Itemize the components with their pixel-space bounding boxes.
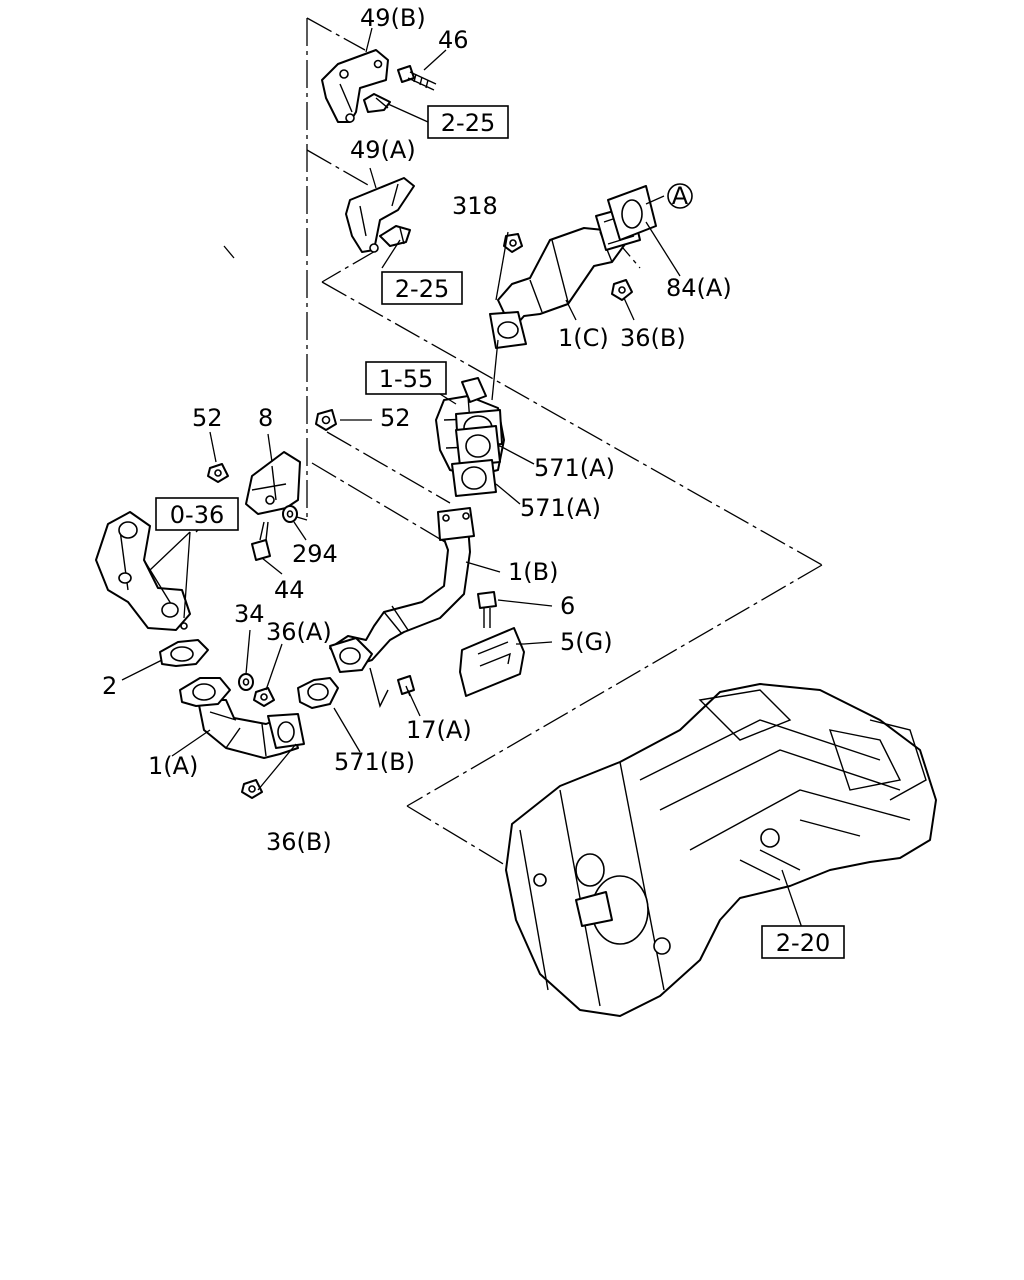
ref-box-1-55: 1-55	[365, 361, 447, 395]
bolt-17a	[397, 675, 415, 697]
nut-318	[503, 233, 523, 253]
gasket-571a-1	[455, 425, 501, 467]
bolt-2-25-mid	[379, 225, 411, 247]
callout-318: 318	[452, 192, 498, 220]
callout-571a-1: 571(A)	[534, 454, 615, 482]
bracket-49b	[321, 49, 389, 123]
callout-36b-top: 36(B)	[620, 324, 686, 352]
callout-84a: 84(A)	[666, 274, 732, 302]
exhaust-manifold	[95, 511, 191, 631]
svg-text:A: A	[672, 182, 689, 210]
gasket-571b	[297, 677, 339, 709]
bolt-46	[397, 65, 437, 91]
nut-36b-bottom	[241, 779, 263, 799]
bolt-44	[251, 521, 271, 561]
svg-text:0-36: 0-36	[170, 501, 224, 529]
svg-text:1-55: 1-55	[379, 365, 433, 393]
gasket-571a-2	[451, 459, 497, 497]
ref-box-0-36: 0-36	[155, 497, 239, 531]
bracket-49a	[345, 177, 415, 253]
leader-lines	[121, 27, 803, 929]
callout-5g: 5(G)	[560, 628, 613, 656]
transmission-assembly	[505, 683, 937, 1017]
callout-1c: 1(C)	[558, 324, 609, 352]
washer-294	[282, 505, 298, 523]
pipe-1a	[179, 677, 305, 759]
callout-36a: 36(A)	[266, 618, 332, 646]
part-callouts: 49(B) 46 49(A) 318 84(A) 1(C) 36(B) 52 8…	[102, 4, 732, 856]
pipe-1c	[489, 185, 657, 349]
ref-box-2-25-top: 2-25	[427, 105, 509, 139]
pipe-1b	[329, 507, 475, 708]
callout-571a-2: 571(A)	[520, 494, 601, 522]
circle-marker-a: A	[667, 182, 693, 210]
assembly-reference-lines	[289, 17, 823, 869]
nut-52-left	[207, 463, 229, 483]
callout-1b: 1(B)	[508, 558, 558, 586]
callout-46: 46	[438, 26, 469, 54]
svg-text:2-25: 2-25	[395, 275, 449, 303]
gasket-2	[159, 639, 209, 667]
ref-box-2-25-mid: 2-25	[381, 271, 463, 305]
callout-17a: 17(A)	[406, 716, 472, 744]
nut-52-right	[315, 409, 337, 431]
callout-34: 34	[234, 600, 265, 628]
callout-8: 8	[258, 404, 273, 432]
svg-text:2-25: 2-25	[441, 109, 495, 137]
bolt-2-25-top	[363, 93, 391, 113]
callout-49a: 49(A)	[350, 136, 416, 164]
ref-box-2-20: 2-20	[761, 925, 845, 959]
svg-text:2-20: 2-20	[776, 929, 830, 957]
callout-49b: 49(B)	[360, 4, 426, 32]
plate-5g	[459, 627, 525, 697]
nut-36b-top	[611, 279, 633, 301]
bolt-6	[477, 591, 497, 628]
callout-571b: 571(B)	[334, 748, 415, 776]
callout-6: 6	[560, 592, 575, 620]
callout-52-left: 52	[192, 404, 223, 432]
callout-52-right: 52	[380, 404, 411, 432]
callout-36b-bottom: 36(B)	[266, 828, 332, 856]
callout-294: 294	[292, 540, 338, 568]
bracket-8	[245, 451, 301, 515]
callout-2: 2	[102, 672, 117, 700]
nut-36a	[253, 687, 275, 707]
callout-44: 44	[274, 576, 305, 604]
callout-1a: 1(A)	[148, 752, 198, 780]
washer-34	[238, 673, 254, 691]
